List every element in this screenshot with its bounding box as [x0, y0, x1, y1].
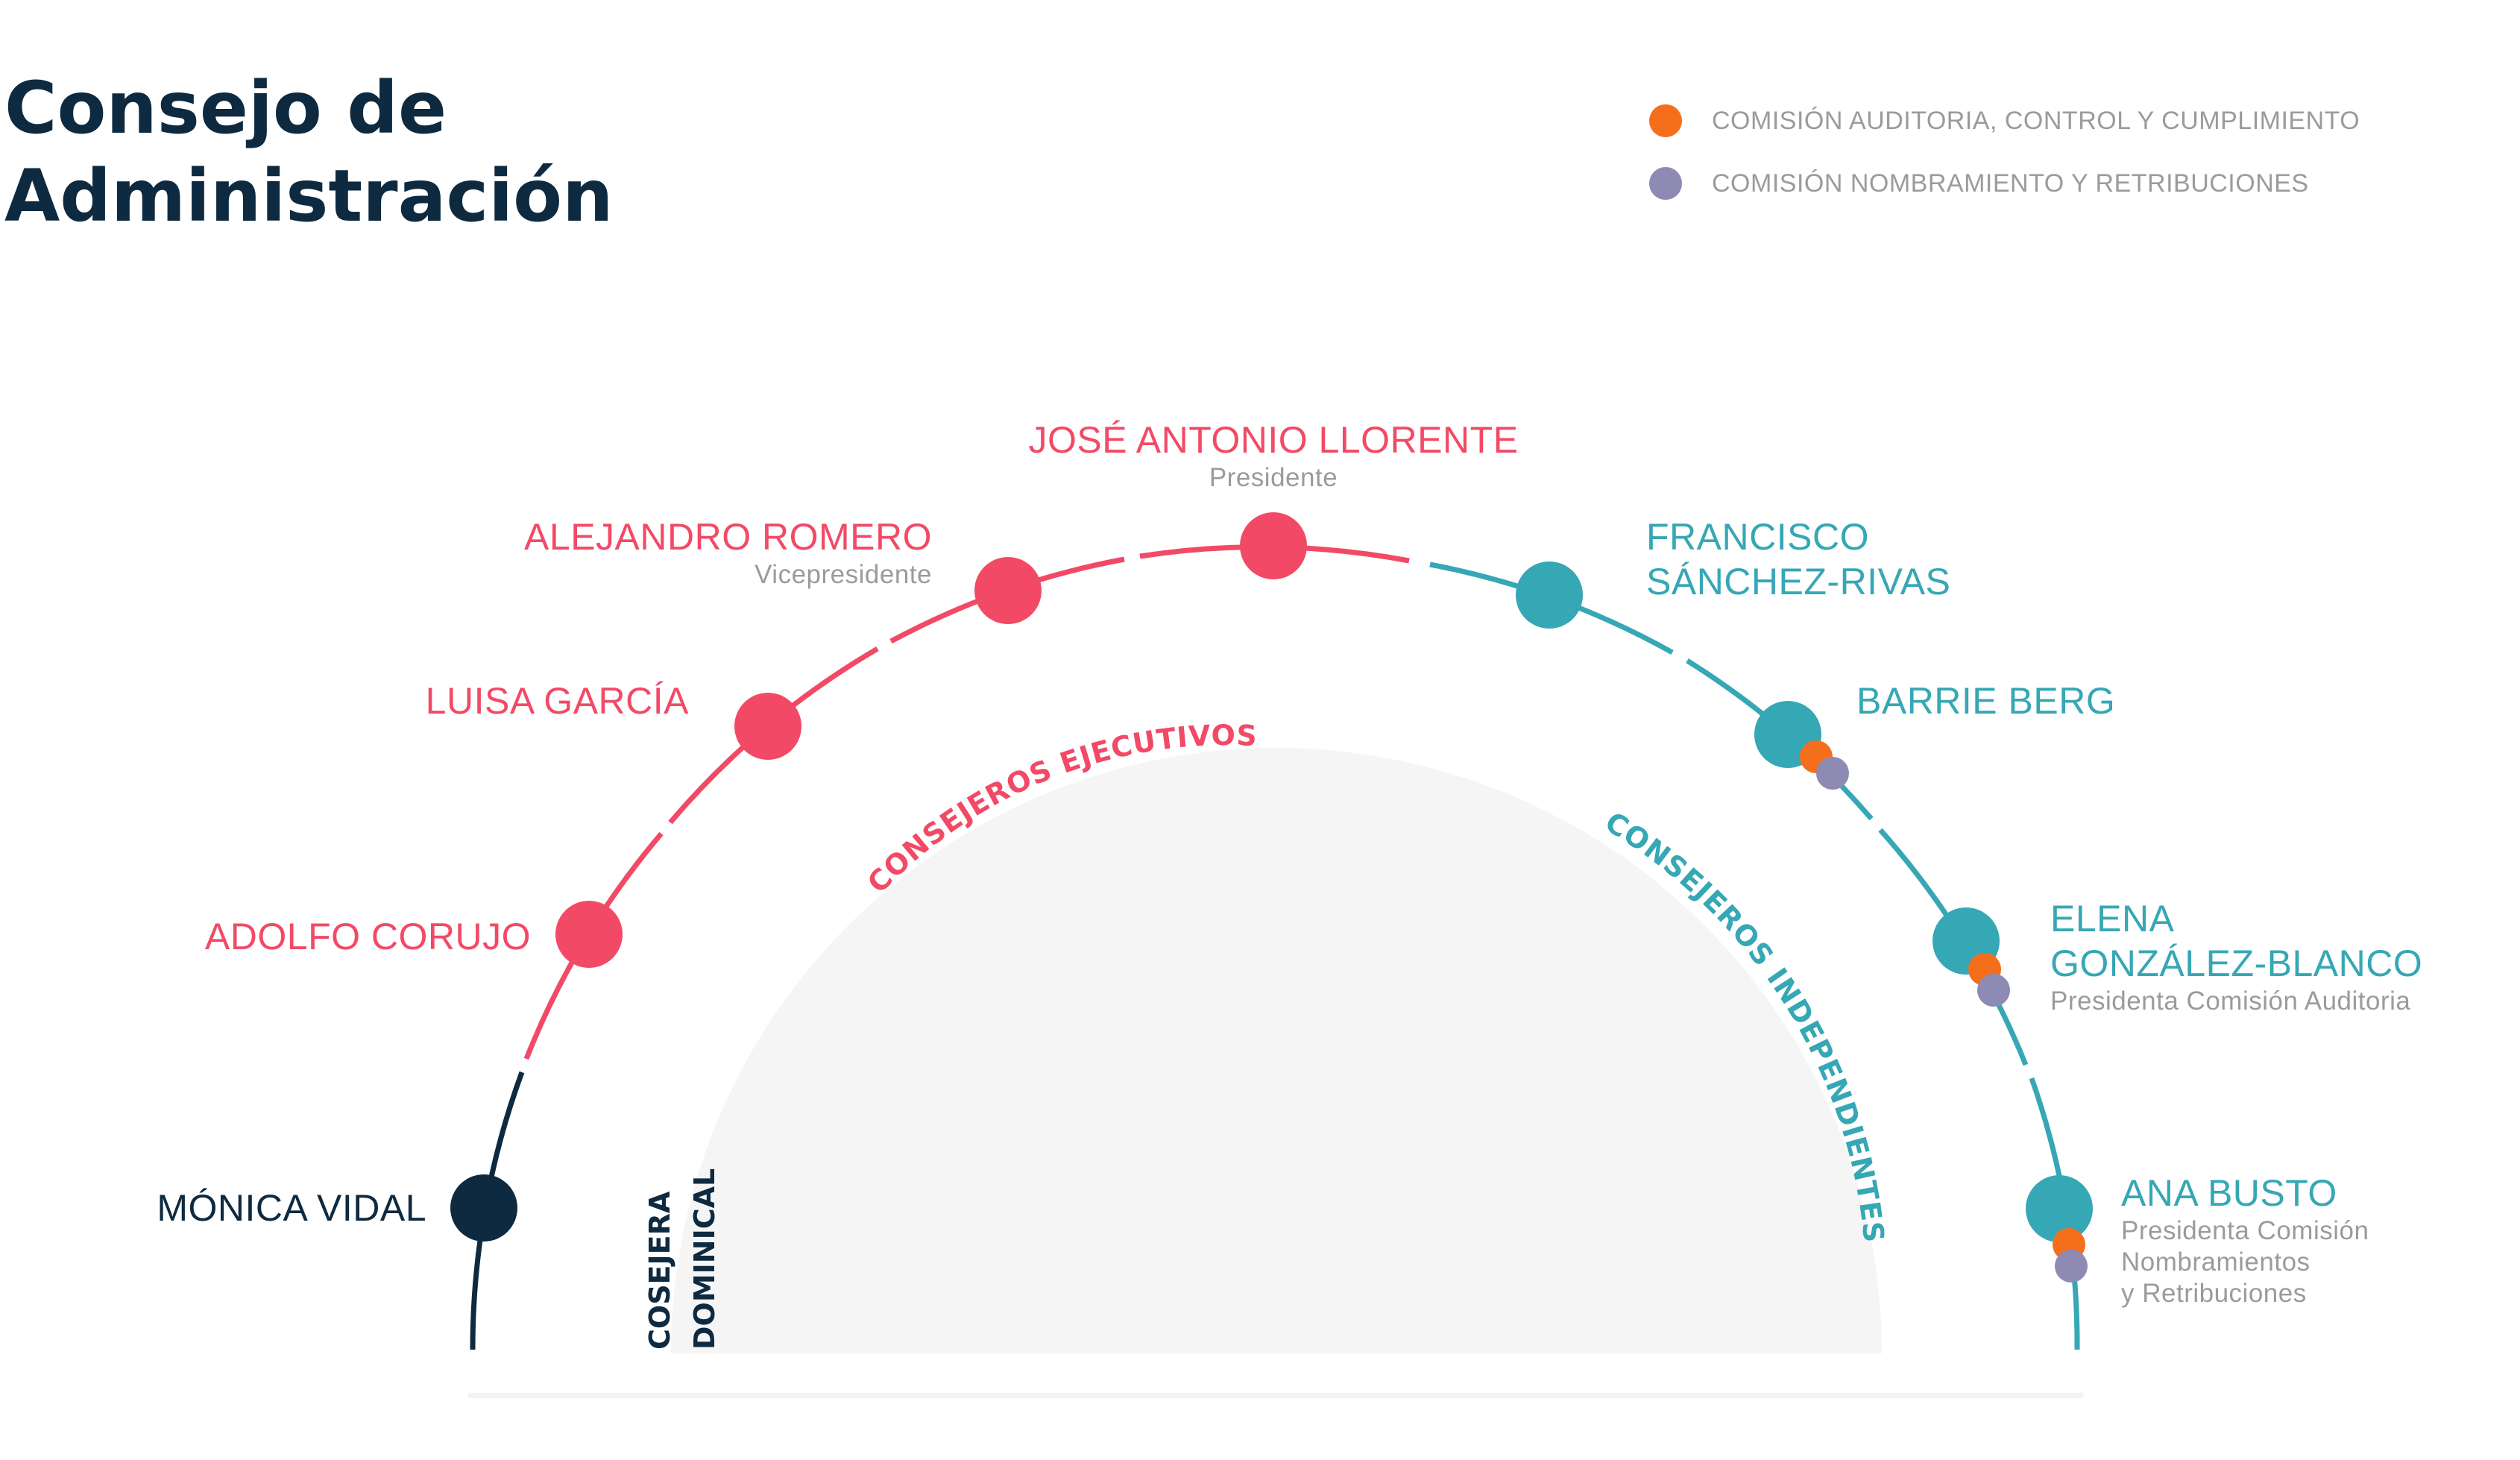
- member-label-jose-antonio-llorente: JOSÉ ANTONIO LLORENTE Presidente: [1012, 418, 1534, 494]
- member-name: FRANCISCO: [1646, 516, 1869, 558]
- member-label-luisa-garcia: LUISA GARCÍA: [426, 679, 689, 723]
- member-name: JOSÉ ANTONIO LLORENTE: [1028, 419, 1519, 461]
- committee-dot-nombramiento-elena-gonzalez-blanco: [1977, 974, 2010, 1007]
- member-name: BARRIE BERG: [1856, 680, 2116, 722]
- member-dot-adolfo-corujo: [555, 901, 623, 968]
- member-label-ana-busto: ANA BUSTO Presidenta Comisión Nombramien…: [2121, 1171, 2369, 1309]
- member-dot-alejandro-romero: [974, 557, 1042, 624]
- group-label-dominical-line-1: COSEJERA: [643, 1191, 676, 1350]
- orange-dot-icon: [1649, 104, 1682, 137]
- member-dot-monica-vidal: [450, 1174, 517, 1242]
- member-label-elena-gonzalez-blanco: ELENA GONZÁLEZ-BLANCO Presidenta Comisió…: [2050, 896, 2422, 1017]
- dome-background: [671, 748, 1882, 1353]
- member-name: ANA BUSTO: [2121, 1172, 2337, 1214]
- member-name-line-2: GONZÁLEZ-BLANCO: [2050, 943, 2423, 984]
- member-role: Presidenta Comisión Auditoria: [2050, 987, 2411, 1016]
- committee-dot-nombramiento-ana-busto: [2055, 1250, 2088, 1283]
- member-dot-ana-busto: [2026, 1175, 2093, 1242]
- legend-label-auditoria: COMISIÓN AUDITORIA, CONTROL Y CUMPLIMIEN…: [1712, 106, 2360, 135]
- committee-dot-nombramiento-barrie-berg: [1816, 757, 1849, 790]
- member-label-monica-vidal: MÓNICA VIDAL: [157, 1186, 426, 1230]
- legend-item-auditoria: COMISIÓN AUDITORIA, CONTROL Y CUMPLIMIEN…: [1649, 104, 2360, 137]
- member-label-francisco-sanchez-rivas: FRANCISCO SÁNCHEZ-RIVAS: [1646, 515, 1950, 604]
- member-dot-luisa-garcia: [734, 693, 801, 760]
- group-label-dominical-line-2: DOMINICAL: [688, 1168, 721, 1350]
- member-label-adolfo-corujo: ADOLFO CORUJO: [205, 914, 531, 959]
- member-role: Presidenta Comisión: [2121, 1216, 2369, 1245]
- legend-item-nombramiento: COMISIÓN NOMBRAMIENTO Y RETRIBUCIONES: [1649, 167, 2309, 200]
- member-dot-jose-antonio-llorente: [1240, 512, 1307, 579]
- member-role: Vicepresidente: [755, 560, 932, 589]
- member-role-line-2: Nombramientos: [2121, 1247, 2310, 1277]
- page-title: Consejo de Administración: [4, 64, 613, 240]
- member-dot-francisco-sanchez-rivas: [1516, 561, 1583, 629]
- member-name-line-2: SÁNCHEZ-RIVAS: [1646, 561, 1951, 602]
- member-name: LUISA GARCÍA: [425, 680, 689, 722]
- member-role: Presidente: [1209, 463, 1338, 492]
- member-name: MÓNICA VIDAL: [157, 1187, 426, 1229]
- group-label-dominical: COSEJERA DOMINICAL: [643, 1168, 721, 1350]
- member-name: ELENA: [2050, 898, 2175, 940]
- purple-dot-icon: [1649, 167, 1682, 200]
- member-role-line-3: y Retribuciones: [2121, 1279, 2307, 1308]
- member-name: ADOLFO CORUJO: [204, 916, 531, 957]
- page-title-line-1: Consejo de: [4, 66, 447, 150]
- page-title-line-2: Administración: [4, 154, 614, 238]
- base-line: [468, 1393, 2083, 1398]
- member-label-barrie-berg: BARRIE BERG: [1856, 679, 2115, 723]
- member-name: ALEJANDRO ROMERO: [524, 516, 932, 558]
- member-label-alejandro-romero: ALEJANDRO ROMERO Vicepresidente: [524, 515, 932, 591]
- legend-label-nombramiento: COMISIÓN NOMBRAMIENTO Y RETRIBUCIONES: [1712, 169, 2309, 198]
